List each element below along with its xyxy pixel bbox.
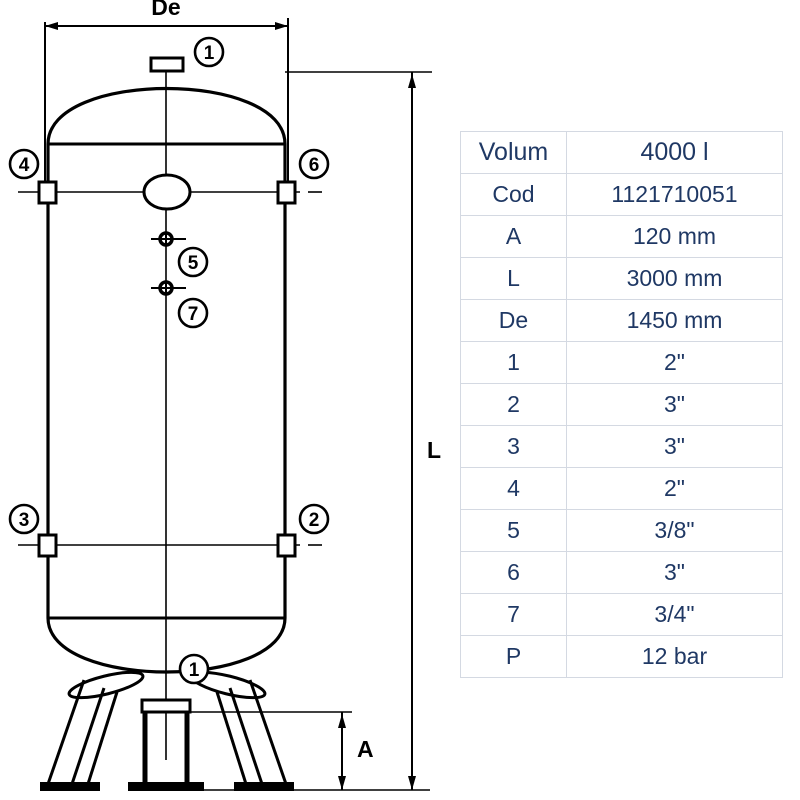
callout-mid-upper-port: 5 bbox=[177, 246, 209, 278]
spec-value: 3" bbox=[566, 425, 783, 468]
spec-key: 2 bbox=[460, 383, 567, 426]
extension-lines bbox=[44, 18, 289, 200]
callout-mid-lower-port: 7 bbox=[177, 297, 209, 329]
callout-left-upper-flange: 4 bbox=[8, 148, 40, 180]
spec-key: Cod bbox=[460, 173, 567, 216]
dimension-de: De bbox=[45, 0, 288, 30]
spec-value: 2" bbox=[566, 467, 783, 510]
spec-value: 2" bbox=[566, 341, 783, 384]
callout-right-upper-flange-label: 6 bbox=[309, 155, 320, 176]
dimension-l-label: L bbox=[427, 437, 441, 463]
spec-key: 3 bbox=[460, 425, 567, 468]
callout-right-lower-flange: 2 bbox=[298, 503, 330, 535]
callout-left-upper-flange-label: 4 bbox=[19, 155, 30, 176]
manhole-oval bbox=[142, 173, 192, 211]
spec-key: 7 bbox=[460, 593, 567, 636]
spec-key: 5 bbox=[460, 509, 567, 552]
pressure-vessel-drawing: De bbox=[8, 0, 441, 791]
callout-left-lower-flange-label: 3 bbox=[19, 510, 30, 531]
right-upper-flange bbox=[276, 180, 297, 205]
dimension-de-label: De bbox=[151, 0, 180, 20]
spec-value: 3" bbox=[566, 551, 783, 594]
spec-key: P bbox=[460, 635, 567, 678]
left-lower-flange bbox=[37, 533, 58, 558]
dimension-l: L bbox=[285, 71, 441, 790]
dimension-a: A bbox=[190, 711, 430, 791]
callout-bottom-drain-label: 1 bbox=[189, 660, 200, 681]
spec-value: 12 bar bbox=[566, 635, 783, 678]
callout-mid-upper-port-label: 5 bbox=[188, 253, 199, 274]
spec-key: De bbox=[460, 299, 567, 342]
mid-upper-port bbox=[151, 231, 186, 247]
spec-value: 3" bbox=[566, 383, 783, 426]
spec-key: A bbox=[460, 215, 567, 258]
spec-value: 3/4" bbox=[566, 593, 783, 636]
spec-value: 1121710051 bbox=[566, 173, 783, 216]
top-nozzle bbox=[149, 56, 185, 73]
callout-mid-lower-port-label: 7 bbox=[188, 304, 199, 325]
spec-key: 4 bbox=[460, 467, 567, 510]
left-upper-flange bbox=[37, 180, 58, 205]
spec-key: 1 bbox=[460, 341, 567, 384]
support-legs bbox=[40, 670, 294, 791]
callout-left-lower-flange: 3 bbox=[8, 503, 40, 535]
spec-value: 3000 mm bbox=[566, 257, 783, 300]
callout-right-upper-flange: 6 bbox=[298, 148, 330, 180]
callout-right-lower-flange-label: 2 bbox=[309, 510, 320, 531]
bottom-drain-pipe bbox=[128, 698, 204, 791]
dimension-a-label: A bbox=[357, 736, 374, 762]
spec-key: L bbox=[460, 257, 567, 300]
spec-key: 6 bbox=[460, 551, 567, 594]
spec-value: 120 mm bbox=[566, 215, 783, 258]
spec-value: 4000 l bbox=[566, 131, 783, 174]
vessel-body bbox=[46, 58, 287, 760]
spec-value: 3/8" bbox=[566, 509, 783, 552]
spec-key: Volum bbox=[460, 131, 567, 174]
mid-lower-port bbox=[151, 280, 186, 296]
callout-top-nozzle-label: 1 bbox=[204, 43, 215, 64]
right-lower-flange bbox=[276, 533, 297, 558]
spec-value: 1450 mm bbox=[566, 299, 783, 342]
callout-top-nozzle: 1 bbox=[193, 36, 225, 68]
callout-bottom-drain: 1 bbox=[178, 653, 210, 685]
